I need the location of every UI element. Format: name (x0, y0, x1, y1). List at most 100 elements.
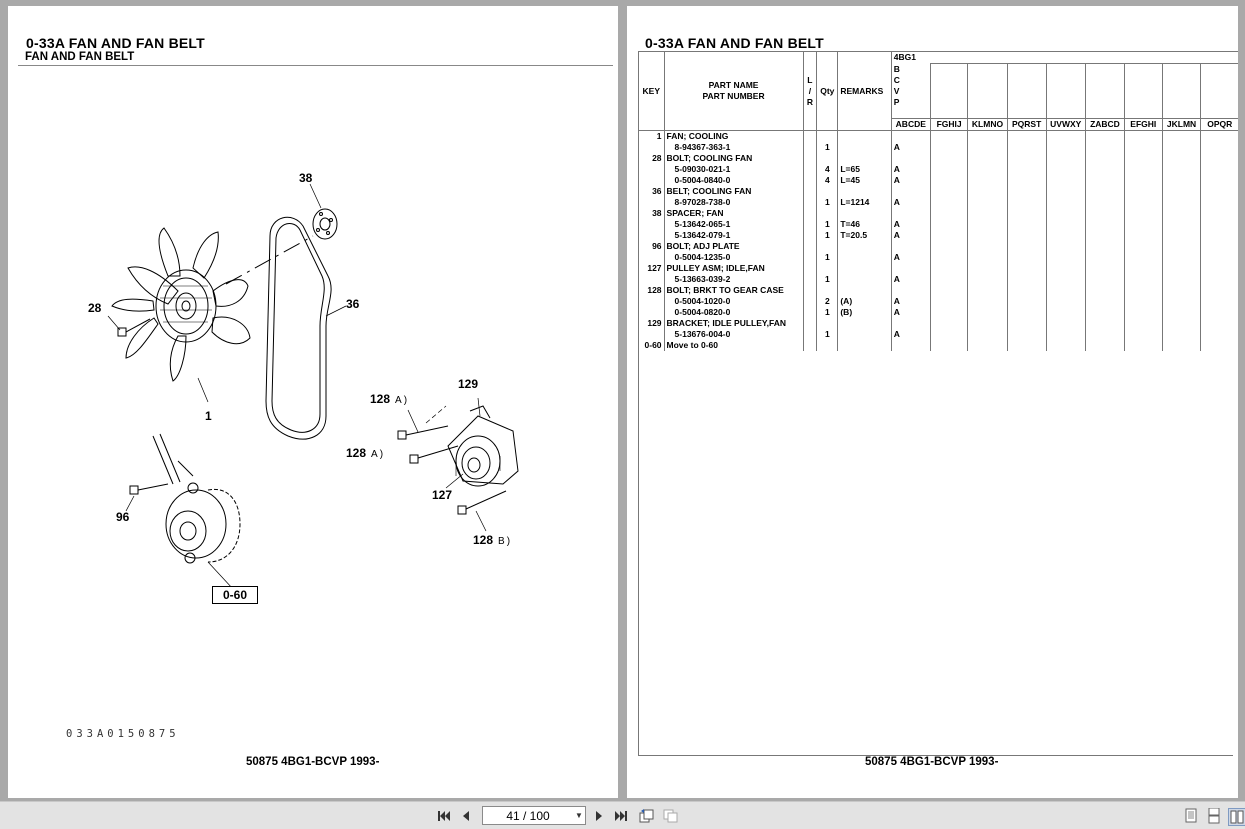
applicability-cell (1200, 241, 1238, 252)
applicability-cell (1006, 130, 1047, 142)
qty-cell: 1 (816, 274, 838, 285)
key-cell (638, 219, 665, 230)
two-page-view-button[interactable] (1228, 808, 1245, 826)
applicability-cell (1123, 252, 1163, 263)
lr-cell (802, 318, 817, 329)
first-page-button[interactable] (436, 808, 452, 824)
applicability-cell (1161, 175, 1201, 186)
applicability-cell (1161, 219, 1201, 230)
applicability-cell (1084, 130, 1125, 142)
lr-cell (802, 340, 817, 351)
applicability-cell (1084, 296, 1125, 307)
go-forward-view-button[interactable] (662, 808, 678, 824)
applicability-cell (1084, 274, 1125, 285)
lr-cell (802, 153, 817, 164)
part-name-header: PART NAME PART NUMBER (663, 51, 804, 131)
key-cell: 28 (638, 153, 665, 164)
group-header: JKLMN (1161, 118, 1201, 131)
idle-pulley-bracket-drawing (397, 397, 519, 532)
callout-36: 36 (346, 297, 360, 311)
part-name-cell: BOLT; BRKT TO GEAR CASE (663, 285, 804, 296)
applicability-cell (1161, 274, 1201, 285)
applicability-cell (1200, 252, 1238, 263)
applicability-cell (1006, 285, 1047, 296)
continuous-view-button[interactable] (1206, 808, 1222, 824)
applicability-cell (967, 208, 1008, 219)
callout-suffix: B) (498, 536, 513, 547)
applicability-cell (890, 340, 931, 351)
part-name-cell: BRACKET; IDLE PULLEY,FAN (663, 318, 804, 329)
applicability-cell (929, 263, 968, 274)
qty-cell: 1 (816, 142, 838, 153)
applicability-cell (1123, 175, 1163, 186)
applicability-cell (890, 186, 931, 197)
key-cell (638, 230, 665, 241)
remarks-cell: (A) (837, 296, 892, 307)
applicability-cell (890, 263, 931, 274)
part-number-label: PART NUMBER (702, 91, 765, 101)
next-page-button[interactable] (591, 808, 607, 824)
applicability-cell (1123, 142, 1163, 153)
page-number-select[interactable]: 41 / 100 ▼ (482, 806, 586, 825)
applicability-cell (929, 307, 968, 318)
callout-38: 38 (299, 171, 313, 185)
group-blank (929, 63, 968, 119)
remarks-cell (837, 252, 892, 263)
exploded-parts-diagram (107, 183, 519, 590)
first-page-icon (438, 811, 450, 821)
applicability-cell: A (890, 219, 931, 230)
remarks-cell (837, 285, 892, 296)
callout-127: 127 (432, 488, 453, 502)
previous-page-button[interactable] (458, 808, 474, 824)
applicability-cell (1045, 263, 1086, 274)
part-name-cell: BOLT; COOLING FAN (663, 153, 804, 164)
qty-cell: 1 (816, 329, 838, 340)
qty-cell (816, 263, 838, 274)
qty-cell: 1 (816, 307, 838, 318)
applicability-cell (1200, 197, 1238, 208)
go-back-view-button[interactable] (638, 808, 654, 824)
applicability-cell (967, 186, 1008, 197)
applicability-cell (1006, 340, 1047, 351)
part-number-cell: 5-13642-079-1 (663, 230, 804, 241)
two-page-icon (1230, 810, 1244, 824)
applicability-cell (1123, 208, 1163, 219)
lr-cell (802, 241, 817, 252)
key-cell (638, 175, 665, 186)
callout-129: 129 (458, 377, 479, 391)
applicability-cell (1006, 175, 1047, 186)
part-number-cell: 8-94367-363-1 (663, 142, 804, 153)
applicability-cell (1123, 318, 1163, 329)
applicability-cell (967, 219, 1008, 230)
applicability-cell (929, 285, 968, 296)
applicability-cell (1045, 274, 1086, 285)
table-bottom-rule (638, 755, 1233, 756)
qty-cell: 2 (816, 296, 838, 307)
applicability-cell (890, 153, 931, 164)
last-page-button[interactable] (613, 808, 629, 824)
applicability-cell (1006, 153, 1047, 164)
applicability-cell (1200, 175, 1238, 186)
group-header: FGHIJ (929, 118, 968, 131)
applicability-cell (929, 230, 968, 241)
applicability-cell (1045, 175, 1086, 186)
applicability-cell (967, 285, 1008, 296)
applicability-cell (1161, 153, 1201, 164)
applicability-cell (1045, 197, 1086, 208)
group-blank (1200, 63, 1238, 119)
group-header: OPQR (1200, 118, 1238, 131)
part-name-cell: PULLEY ASM; IDLE,FAN (663, 263, 804, 274)
remarks-cell (837, 186, 892, 197)
lr-cell (802, 130, 817, 142)
single-page-view-button[interactable] (1183, 808, 1199, 824)
applicability-cell (967, 307, 1008, 318)
applicability-cell (1200, 130, 1238, 142)
applicability-cell (929, 186, 968, 197)
applicability-cell (1006, 241, 1047, 252)
qty-cell (816, 130, 838, 142)
